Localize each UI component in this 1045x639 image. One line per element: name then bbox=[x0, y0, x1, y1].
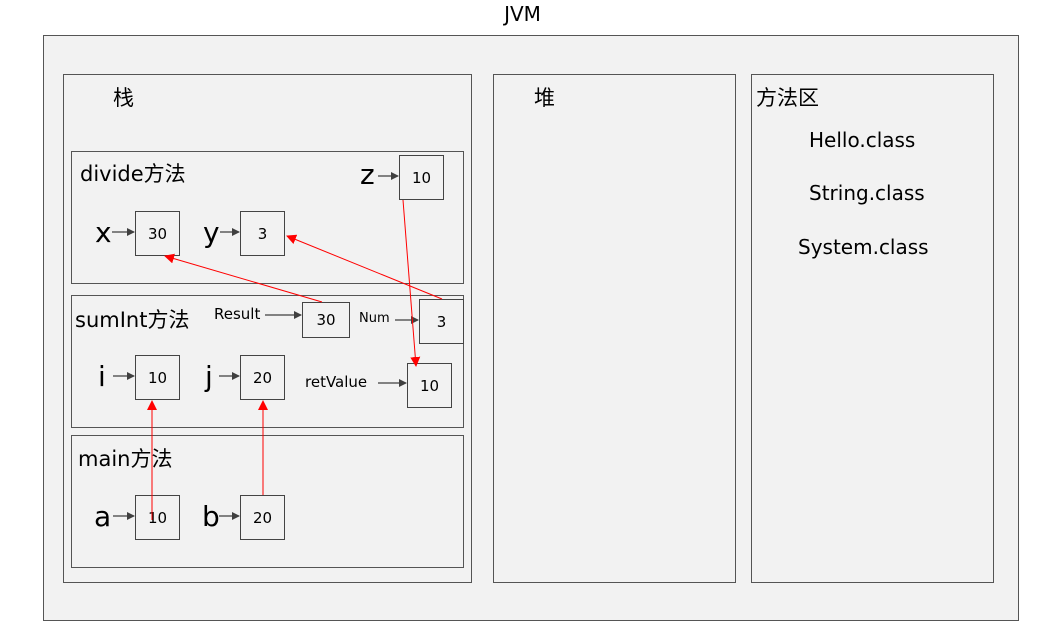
diagram-title: JVM bbox=[504, 2, 541, 26]
var-num-box: 3 bbox=[419, 299, 464, 344]
class-item-string: String.class bbox=[809, 181, 925, 205]
method-area bbox=[751, 74, 994, 583]
var-j-box: 20 bbox=[240, 355, 285, 400]
heap-label: 堆 bbox=[534, 86, 555, 110]
var-retvalue-label: retValue bbox=[305, 373, 368, 391]
var-i-box: 10 bbox=[135, 355, 180, 400]
var-result-value: 30 bbox=[316, 311, 336, 329]
var-y-value: 3 bbox=[257, 224, 268, 243]
var-retvalue-value: 10 bbox=[419, 376, 440, 395]
heap-area bbox=[493, 74, 736, 583]
class-item-hello: Hello.class bbox=[809, 128, 916, 152]
var-y-label: y bbox=[203, 216, 220, 249]
var-j-value: 20 bbox=[252, 368, 273, 387]
class-item-system: System.class bbox=[798, 235, 929, 259]
var-num-label: Num bbox=[359, 311, 390, 326]
var-a-box: 10 bbox=[135, 495, 180, 540]
var-b-label: b bbox=[202, 500, 220, 533]
var-b-box: 20 bbox=[240, 495, 285, 540]
sumint-frame-label: sumInt方法 bbox=[75, 308, 190, 332]
var-b-value: 20 bbox=[252, 508, 273, 527]
main-frame-label: main方法 bbox=[78, 447, 173, 471]
var-z-value: 10 bbox=[411, 168, 432, 187]
var-a-label: a bbox=[94, 500, 112, 533]
var-i-value: 10 bbox=[147, 368, 168, 387]
var-z-label: z bbox=[360, 158, 375, 191]
var-y-box: 3 bbox=[240, 211, 285, 256]
var-x-box: 30 bbox=[135, 211, 180, 256]
stack-label: 栈 bbox=[113, 86, 134, 110]
var-result-box: 30 bbox=[302, 302, 350, 338]
var-a-value: 10 bbox=[147, 508, 168, 527]
method-area-label: 方法区 bbox=[756, 86, 819, 110]
var-j-label: j bbox=[205, 360, 213, 393]
divide-frame-label: divide方法 bbox=[80, 162, 186, 186]
var-retvalue-box: 10 bbox=[407, 363, 452, 408]
var-x-label: x bbox=[95, 216, 112, 249]
var-num-value: 3 bbox=[436, 312, 447, 331]
var-result-label: Result bbox=[214, 305, 261, 323]
var-i-label: i bbox=[98, 360, 106, 393]
var-z-box: 10 bbox=[399, 155, 444, 200]
var-x-value: 30 bbox=[147, 224, 168, 243]
